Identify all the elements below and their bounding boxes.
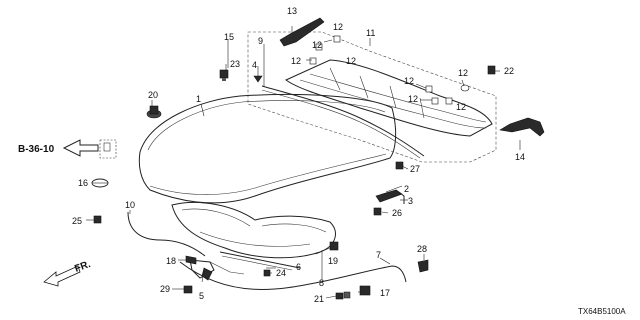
cowl-top[interactable] (285, 59, 493, 137)
hood-hinge[interactable] (375, 189, 405, 204)
label-12b: 12 (312, 40, 322, 50)
label-12f: 12 (408, 94, 418, 104)
front-direction-arrow (43, 265, 81, 287)
label-26: 26 (392, 208, 402, 218)
label-9: 9 (258, 36, 263, 46)
label-3: 3 (408, 196, 413, 206)
clip-25[interactable] (93, 215, 102, 224)
nut-24[interactable] (263, 269, 271, 277)
label-10: 10 (125, 200, 135, 210)
hood-rubber-stop[interactable] (146, 105, 162, 119)
label-21: 21 (314, 294, 324, 304)
label-12h: 12 (456, 102, 466, 112)
label-12a: 12 (333, 22, 343, 32)
diagram-code: TX64B5100A (578, 307, 626, 316)
front-direction-label: FR. (73, 259, 92, 275)
label-7: 7 (376, 250, 381, 260)
bolt-29[interactable] (183, 285, 193, 294)
label-20: 20 (148, 90, 158, 100)
hood-underside[interactable] (171, 202, 336, 259)
side-seal[interactable] (499, 117, 545, 137)
label-12e: 12 (404, 76, 414, 86)
label-6: 6 (296, 262, 301, 272)
label-12c: 12 (291, 56, 301, 66)
fastener[interactable] (253, 75, 263, 83)
label-12d: 12 (346, 56, 356, 66)
label-19: 19 (328, 256, 338, 266)
label-22: 22 (504, 66, 514, 76)
label-23: 23 (230, 59, 240, 69)
bolt-26[interactable] (373, 207, 382, 216)
hood-seal-strip[interactable] (261, 85, 425, 157)
label-14: 14 (515, 152, 525, 162)
hood-release-cable[interactable] (179, 261, 407, 290)
label-28: 28 (417, 244, 427, 254)
label-8: 8 (319, 278, 324, 288)
label-16: 16 (78, 178, 88, 188)
bolt-27[interactable] (395, 161, 404, 170)
cowl-top-outline (247, 31, 497, 163)
label-1: 1 (196, 94, 201, 104)
label-15: 15 (224, 32, 234, 42)
clamp-28[interactable] (417, 259, 429, 273)
hood-panel[interactable] (138, 94, 397, 204)
hood-opener-cable[interactable] (127, 211, 206, 257)
label-24: 24 (276, 268, 286, 278)
label-29: 29 (160, 284, 170, 294)
reference-label[interactable]: B-36-10 (18, 144, 55, 155)
clip-22[interactable] (487, 65, 496, 75)
reference-arrow[interactable] (62, 139, 117, 159)
cowl-seal[interactable] (279, 17, 325, 47)
label-27: 27 (410, 164, 420, 174)
hood-clip[interactable] (219, 69, 229, 81)
hood-latch[interactable] (185, 255, 245, 281)
cable-clip-21[interactable] (335, 291, 351, 300)
cowl-clips-12[interactable] (309, 35, 470, 105)
label-5: 5 (199, 291, 204, 301)
label-2: 2 (404, 184, 409, 194)
label-11: 11 (366, 28, 375, 38)
label-12g: 12 (458, 68, 468, 78)
leader-lines (86, 26, 521, 299)
label-4: 4 (252, 60, 257, 70)
label-13: 13 (287, 6, 297, 16)
stay-rod[interactable] (219, 251, 301, 269)
clip-17[interactable] (359, 285, 371, 296)
label-18: 18 (166, 256, 176, 266)
part-labels: 1 2 3 4 5 6 7 8 9 10 11 12 12 12 12 12 1… (72, 6, 525, 304)
label-25: 25 (72, 216, 82, 226)
label-17: 17 (380, 288, 390, 298)
